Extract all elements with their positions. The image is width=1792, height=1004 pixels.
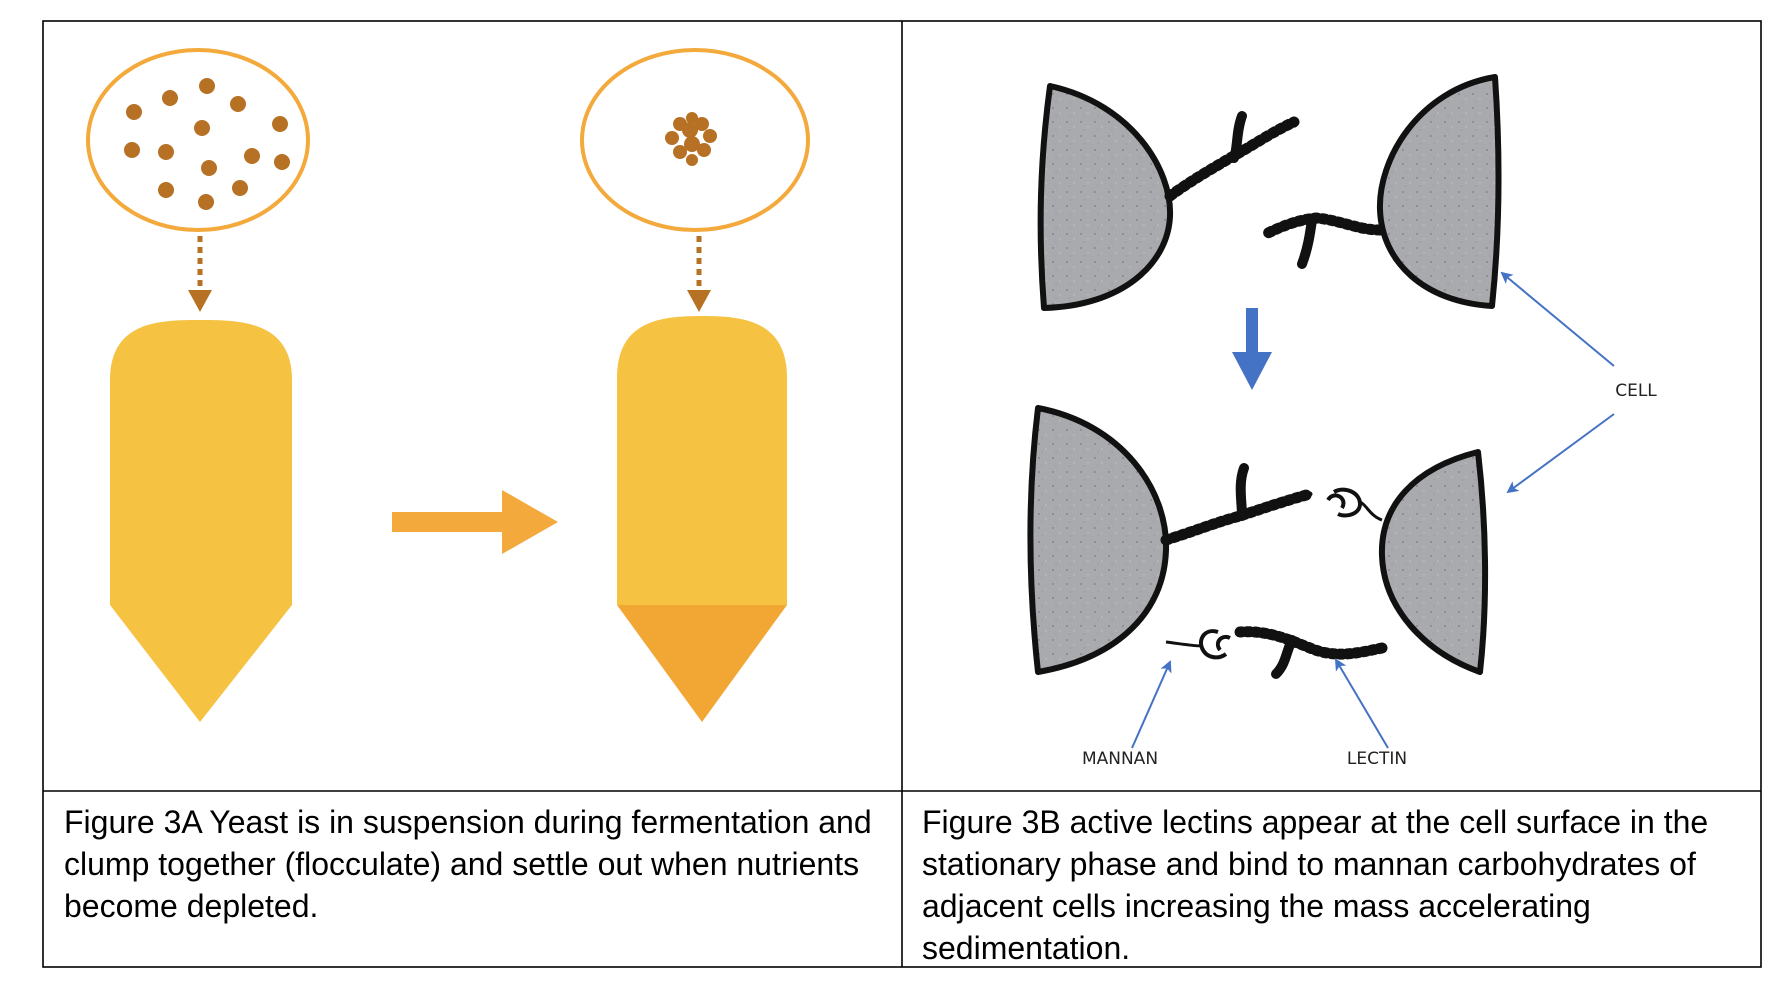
settled-vessel-icon <box>617 316 787 722</box>
cell-bottom-left-icon <box>1027 405 1170 675</box>
yeast-cell-dot-icon <box>126 104 142 120</box>
yeast-cell-dot-icon <box>162 90 178 106</box>
suspension-circle <box>86 48 310 232</box>
lectin-label: LECTIN <box>1347 749 1407 769</box>
yeast-cell-dot-icon <box>244 148 260 164</box>
yeast-cell-dot-icon <box>232 180 248 196</box>
cell-top-left-icon <box>1037 83 1174 311</box>
yeast-cell-dot-icon <box>158 182 174 198</box>
yeast-cell-dots <box>124 78 290 210</box>
zoom-pointer-left <box>188 236 212 312</box>
figure-3b: CELL MANNAN LECTIN <box>1027 74 1657 769</box>
yeast-cell-dot-icon <box>194 120 210 136</box>
down-arrow-icon <box>1232 308 1272 390</box>
lectin-chain-top-icon <box>1260 212 1386 269</box>
cell-pointer-upper <box>1500 271 1615 367</box>
lectin-pointer <box>1334 658 1389 749</box>
mannan-pointer <box>1131 660 1172 749</box>
figure-canvas: CELL MANNAN LECTIN <box>42 20 1762 968</box>
yeast-cell-dot-icon <box>199 78 215 94</box>
mannan-chain-top-icon <box>1164 111 1300 202</box>
lectin-chain-bottom-icon <box>1234 626 1388 679</box>
figure-table: CELL MANNAN LECTIN Figure 3A Yeast is in… <box>42 20 1762 968</box>
fermentation-vessel-icon <box>110 320 292 722</box>
cell-top-right-icon <box>1376 74 1502 309</box>
table-grid <box>42 20 1762 968</box>
yeast-cell-dot-icon <box>158 144 174 160</box>
caption-figure-3a: Figure 3A Yeast is in suspension during … <box>64 804 872 924</box>
mannan-chain-bottom-icon <box>1160 463 1316 546</box>
cell-bottom-right-icon <box>1378 449 1489 675</box>
label-pointers <box>1131 271 1615 749</box>
cell-pointer-lower <box>1506 413 1615 494</box>
flocculation-circle <box>580 48 810 232</box>
yeast-cell-dot-icon <box>274 154 290 170</box>
zoom-pointer-right <box>687 236 711 312</box>
cell-label: CELL <box>1615 381 1657 401</box>
yeast-cell-dot-icon <box>230 96 246 112</box>
sediment-cone <box>617 605 787 722</box>
caption-figure-3b: Figure 3B active lectins appear at the c… <box>922 804 1709 966</box>
yeast-cell-dot-icon <box>272 116 288 132</box>
yeast-floc-cluster-icon <box>665 112 717 166</box>
mannan-label: MANNAN <box>1082 749 1158 769</box>
lectin-hook-upper-icon <box>1326 487 1383 522</box>
figure-3a <box>86 48 810 722</box>
yeast-cell-dot-icon <box>124 142 140 158</box>
yeast-cell-dot-icon <box>198 194 214 210</box>
yeast-cell-dot-icon <box>201 160 217 176</box>
process-arrow-icon <box>392 490 558 554</box>
lectin-hook-lower-icon <box>1165 629 1231 660</box>
